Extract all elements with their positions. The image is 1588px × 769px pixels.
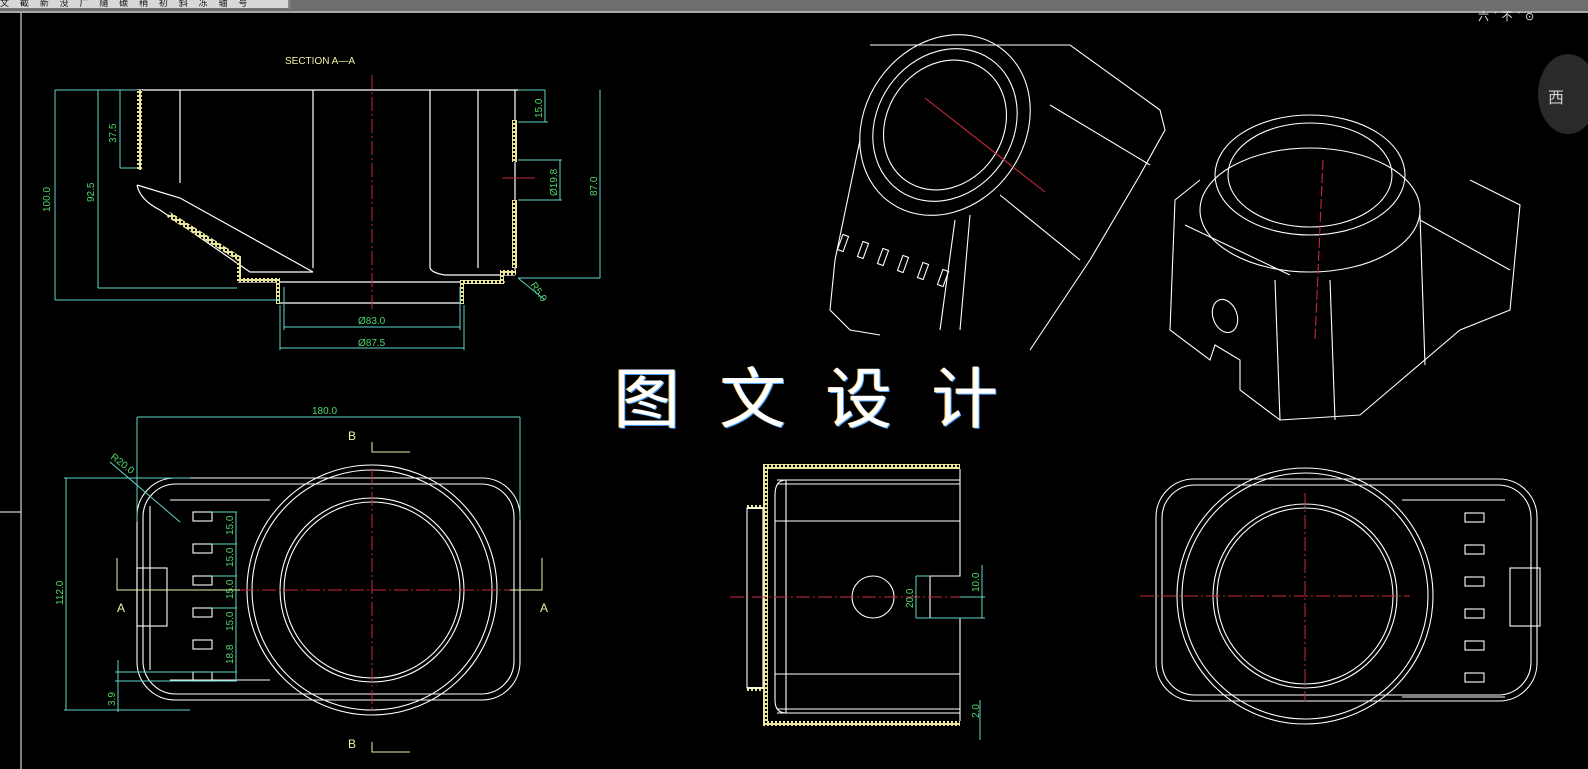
dimension-lines	[54, 89, 601, 350]
dim-87: 87.0	[589, 176, 600, 196]
section-marker-a-left: A	[117, 601, 125, 615]
section-marker-b-bottom: B	[348, 737, 356, 751]
side-panel-toggle-label: 西	[1548, 88, 1565, 107]
dim-92-5: 92.5	[86, 182, 97, 202]
section-marker-b-top: B	[348, 429, 356, 443]
dim-r5: R5.0	[528, 280, 549, 304]
dim-wall-2: 2.0	[971, 704, 982, 718]
section-cut-lines	[116, 442, 543, 753]
dim-87-5: Ø87.5	[358, 338, 386, 349]
dim-3-9: 3.9	[107, 692, 118, 706]
menu-strip[interactable]: 文 截 新 没 广 隨 碳 稍 初 斜 冻 轴 号	[0, 0, 290, 9]
side-panel-toggle-button[interactable]: 西	[1538, 54, 1588, 134]
dim-pitch-2: 15.0	[225, 547, 236, 567]
dim-18-8: 18.8	[225, 644, 236, 664]
dim-slot-20: 20.0	[905, 588, 916, 608]
watermark-text: 图文设计	[614, 361, 1038, 438]
dim-19-8: Ø19.8	[549, 168, 560, 196]
side-view: 20.0 10.0 2.0	[730, 464, 985, 740]
dim-83: Ø83.0	[358, 316, 386, 327]
dim-pitch-3: 15.0	[225, 579, 236, 599]
dim-37-5: 37.5	[108, 123, 119, 143]
status-glyphs: 六 ´ 不 ´ ⊙	[1478, 10, 1535, 23]
application-title-bar: 文 截 新 没 广 隨 碳 稍 初 斜 冻 轴 号	[0, 0, 1588, 13]
section-marker-a-right: A	[540, 601, 548, 615]
top-view: A A B B 180.0 112.0 R20.0 15	[55, 406, 548, 753]
dim-112: 112.0	[55, 580, 66, 605]
dim-slot-10: 10.0	[971, 572, 982, 592]
bottom-view	[1140, 467, 1541, 725]
isometric-view-1	[829, 34, 1166, 351]
section-title: SECTION A—A	[285, 56, 355, 67]
dim-180: 180.0	[312, 406, 337, 417]
section-a-a-view: SECTION A—A	[42, 56, 601, 350]
dim-pitch-4: 15.0	[225, 611, 236, 631]
viewport-border	[0, 13, 22, 769]
dim-100: 100.0	[42, 187, 53, 212]
cad-drawing-canvas[interactable]: SECTION A—A	[0, 13, 1588, 769]
dim-15: 15.0	[534, 98, 545, 118]
wall-hatch	[137, 90, 517, 304]
vent-slots	[192, 511, 213, 682]
dim-pitch-1: 15.0	[225, 515, 236, 535]
isometric-view-2	[1169, 114, 1521, 421]
